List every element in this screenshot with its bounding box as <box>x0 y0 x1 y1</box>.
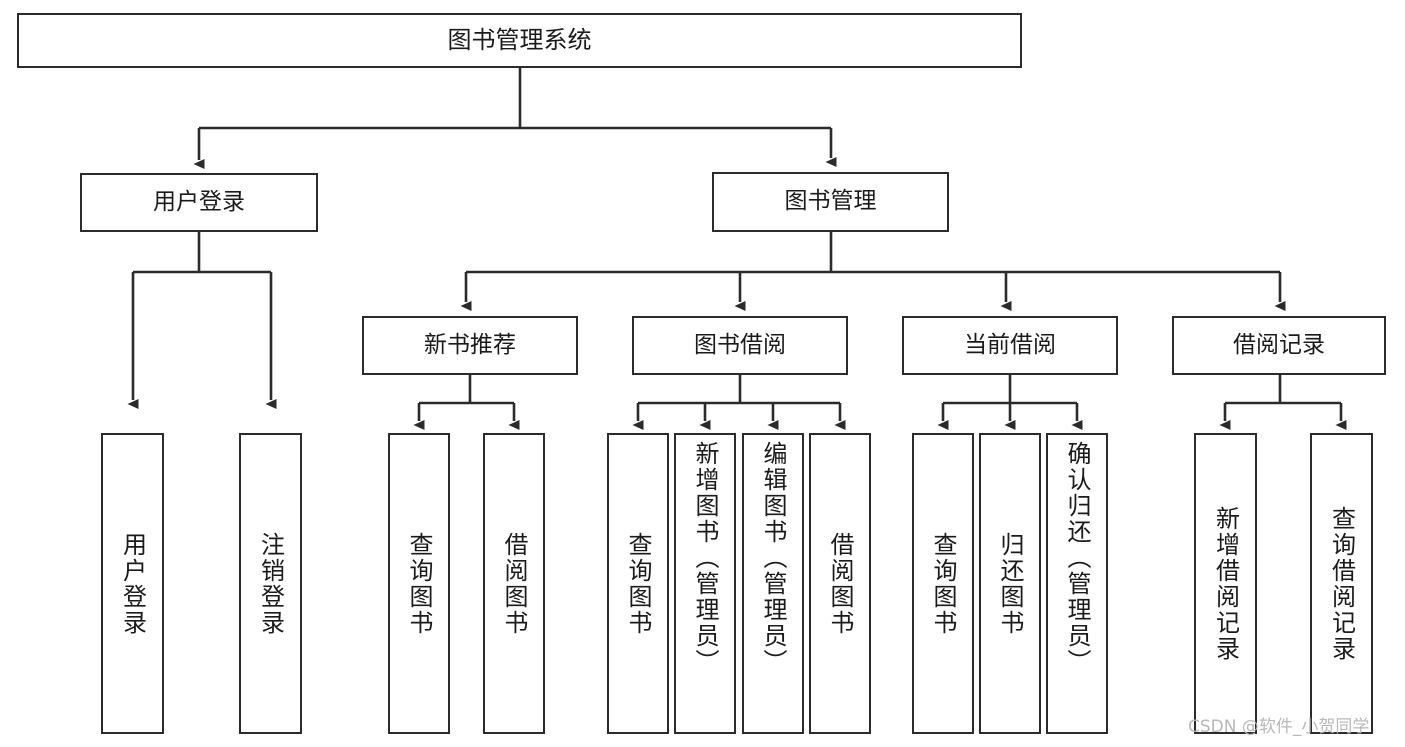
node-leaf-add-record-label: 新增借阅记录 <box>1211 505 1240 662</box>
node-book-borrow[interactable]: 图书借阅 <box>632 316 848 375</box>
node-leaf-confirm-return-label: 确认归还（管理员） <box>1063 441 1091 675</box>
node-leaf-borrow-book-1[interactable]: 借阅图书 <box>483 433 545 734</box>
node-leaf-logout-label: 注销登录 <box>256 531 285 636</box>
node-user-login-label: 用户登录 <box>153 188 245 215</box>
node-leaf-query-book-1-label: 查询图书 <box>405 531 433 636</box>
node-leaf-edit-book-label: 编辑图书（管理员） <box>759 441 787 675</box>
node-leaf-logout[interactable]: 注销登录 <box>239 433 302 734</box>
node-borrow-record-label: 借阅记录 <box>1233 331 1325 358</box>
node-current-borrow-label: 当前借阅 <box>964 331 1056 358</box>
csdn-watermark: CSDN @软件_小贺同学 <box>1188 717 1370 737</box>
node-leaf-add-book[interactable]: 新增图书（管理员） <box>674 433 736 734</box>
node-leaf-query-book-2-label: 查询图书 <box>624 531 652 636</box>
node-current-borrow[interactable]: 当前借阅 <box>902 316 1118 375</box>
node-leaf-borrow-book-2-label: 借阅图书 <box>826 531 854 636</box>
node-leaf-borrow-book-1-label: 借阅图书 <box>500 531 528 636</box>
node-leaf-query-record-label: 查询借阅记录 <box>1327 505 1356 662</box>
node-leaf-query-book-3-label: 查询图书 <box>929 531 957 636</box>
node-leaf-user-login-label: 用户登录 <box>118 531 147 636</box>
node-book-manage-label: 图书管理 <box>784 188 877 215</box>
node-leaf-query-book-2[interactable]: 查询图书 <box>607 433 669 734</box>
node-root-label: 图书管理系统 <box>447 26 592 55</box>
node-new-book-rec-label: 新书推荐 <box>424 331 516 358</box>
node-leaf-query-book-1[interactable]: 查询图书 <box>388 433 450 734</box>
node-book-manage[interactable]: 图书管理 <box>712 172 949 232</box>
node-leaf-query-record[interactable]: 查询借阅记录 <box>1310 433 1373 734</box>
node-leaf-add-book-label: 新增图书（管理员） <box>691 441 719 675</box>
node-leaf-query-book-3[interactable]: 查询图书 <box>912 433 974 734</box>
node-new-book-rec[interactable]: 新书推荐 <box>362 316 578 375</box>
node-leaf-edit-book[interactable]: 编辑图书（管理员） <box>742 433 804 734</box>
node-leaf-return-book[interactable]: 归还图书 <box>979 433 1041 734</box>
node-book-borrow-label: 图书借阅 <box>694 331 786 358</box>
node-leaf-confirm-return[interactable]: 确认归还（管理员） <box>1046 433 1108 734</box>
node-leaf-borrow-book-2[interactable]: 借阅图书 <box>809 433 871 734</box>
node-borrow-record[interactable]: 借阅记录 <box>1172 316 1386 375</box>
node-leaf-return-book-label: 归还图书 <box>996 531 1024 636</box>
node-leaf-add-record[interactable]: 新增借阅记录 <box>1194 433 1257 734</box>
node-leaf-user-login[interactable]: 用户登录 <box>101 433 164 734</box>
node-user-login[interactable]: 用户登录 <box>80 173 318 232</box>
node-root[interactable]: 图书管理系统 <box>17 13 1022 68</box>
